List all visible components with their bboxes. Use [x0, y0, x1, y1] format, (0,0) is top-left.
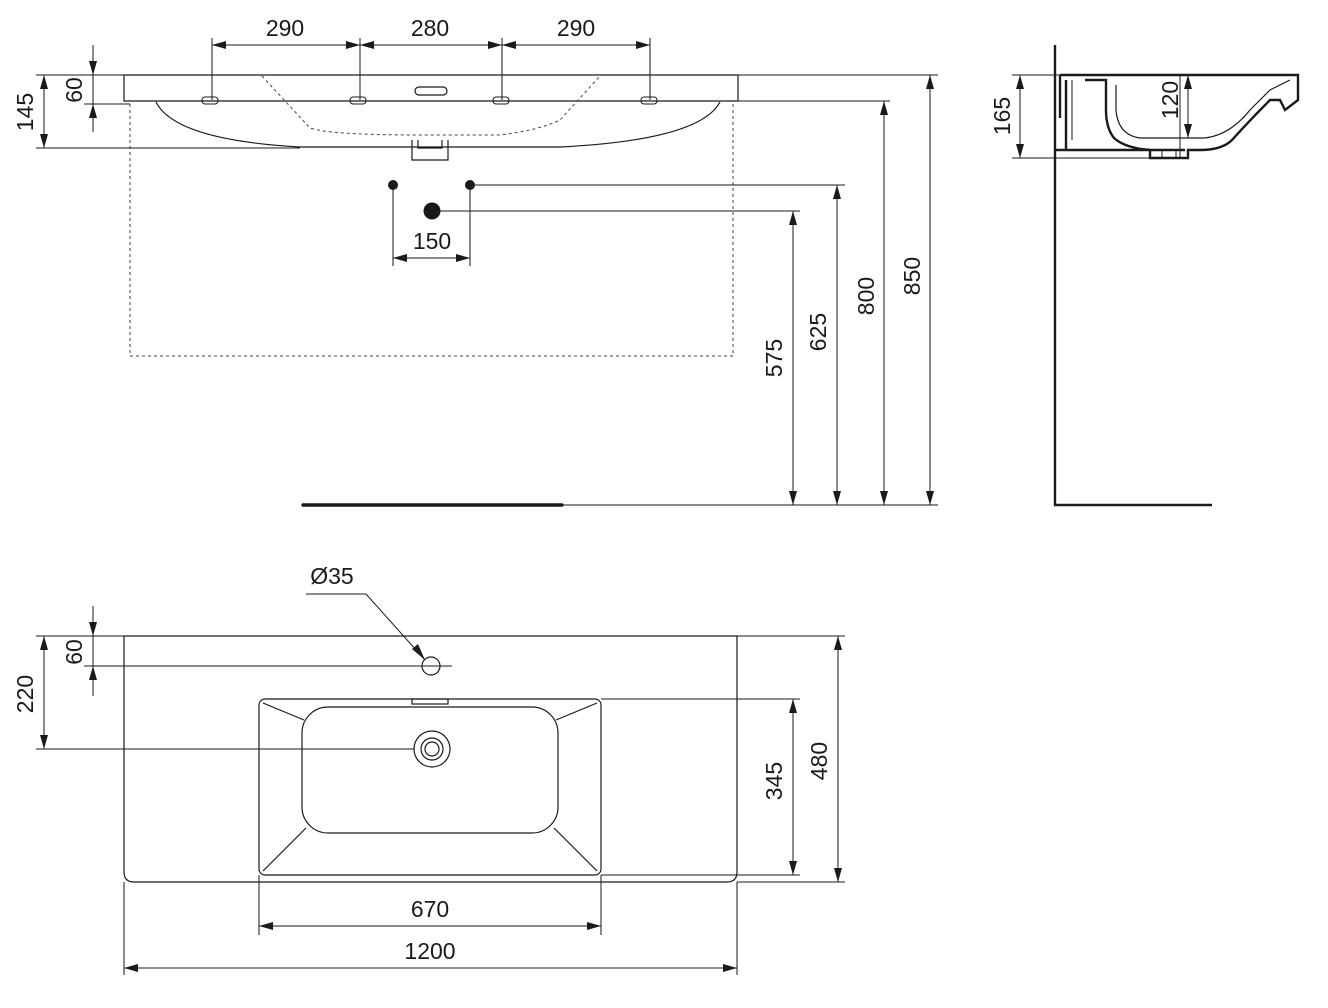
- top-view: Ø35 60 220 345 480 670 1200: [12, 563, 845, 975]
- extension-lines-top-bottom: [123, 875, 738, 975]
- drain-outer: [413, 730, 451, 768]
- basin-bowl-outline: [155, 101, 721, 148]
- extension-lines-top-right: [601, 635, 845, 883]
- overflow-top: [411, 698, 449, 705]
- wall-line: [1053, 45, 1212, 507]
- dim-drain-offset: 220: [12, 675, 38, 713]
- front-view: 290 280 290 60 145 150: [12, 15, 938, 507]
- extension-lines-heights: [562, 74, 938, 506]
- tap-hole-marker: [640, 96, 658, 105]
- dim-height-575: 575: [761, 339, 787, 377]
- dim-basin-depth: 145: [12, 93, 38, 131]
- dim-bowl-width: 670: [411, 896, 449, 922]
- tap-hole-marker: [201, 96, 219, 105]
- extension-lines-taps: [211, 38, 651, 100]
- waste-outlet: [411, 140, 449, 161]
- side-basin-inner: [1115, 79, 1291, 139]
- dim-tap-spacing-right: 290: [557, 15, 595, 41]
- dim-height-800: 800: [853, 277, 879, 315]
- dim-bowl-length: 345: [761, 762, 787, 800]
- extension-lines-side: [1012, 74, 1181, 159]
- vanity-cabinet-outline: [129, 104, 734, 357]
- overflow-slot: [414, 86, 448, 96]
- side-basin-outer: [1060, 73, 1300, 160]
- dim-height-850: 850: [899, 257, 925, 295]
- tap-hole-markers: [201, 96, 658, 105]
- tap-hole-marker: [349, 96, 367, 105]
- extension-lines-pipes: [392, 184, 845, 266]
- dim-overall-width: 1200: [404, 938, 455, 964]
- dim-tap-spacing-middle: 280: [411, 15, 449, 41]
- tap-hole-leader: [306, 593, 426, 661]
- bowl-inner: [301, 706, 559, 834]
- dim-tap-hole-diameter: Ø35: [310, 563, 353, 589]
- dim-top-overall-depth: 480: [806, 742, 832, 780]
- extension-lines-left: [36, 74, 300, 149]
- dim-tap-spacing-left: 290: [266, 15, 304, 41]
- basin-hidden-bowl: [261, 75, 601, 136]
- dim-height-625: 625: [805, 313, 831, 351]
- dim-rim-height: 60: [61, 77, 87, 103]
- drain-inner: [420, 737, 444, 761]
- bowl-outer: [258, 698, 602, 876]
- dim-waste-spacing: 150: [413, 228, 451, 254]
- extension-lines-top-left: [36, 635, 414, 750]
- bowl-corner-lines: [262, 702, 598, 872]
- top-basin-outline: [123, 635, 738, 883]
- pipe-point-left: [388, 180, 398, 190]
- tap-hole-marker: [492, 96, 510, 105]
- side-bracket: [1055, 75, 1185, 152]
- dim-side-overall-depth: 165: [989, 97, 1015, 135]
- side-view: 165 120: [989, 45, 1300, 507]
- dim-side-bowl-depth: 120: [1157, 81, 1183, 119]
- drain-center: [424, 741, 440, 757]
- side-detail: [1071, 74, 1177, 158]
- dim-tap-hole-offset: 60: [61, 639, 87, 665]
